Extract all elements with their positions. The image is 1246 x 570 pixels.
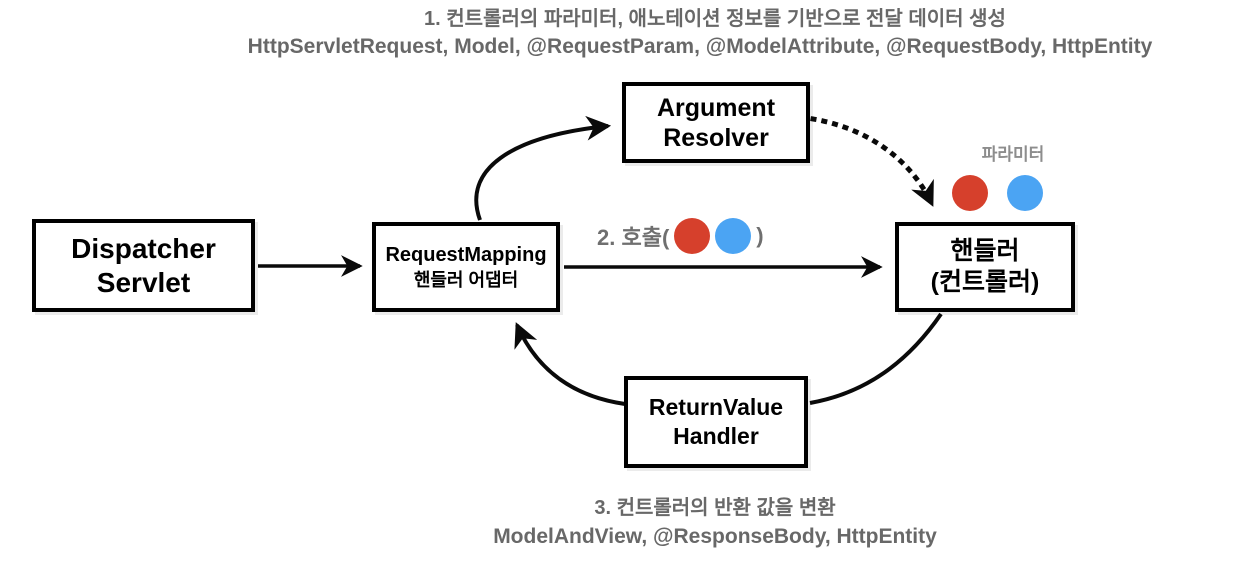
note-bottom-line2: ModelAndView, @ResponseBody, HttpEntity	[493, 525, 937, 548]
handler-controller-box: 핸들러 (컨트롤러)	[895, 222, 1075, 312]
call-label-prefix: 2. 호출(	[597, 225, 670, 250]
parameter-label: 파라미터	[981, 145, 1045, 164]
arrow-argument-resolver-to-handler-dotted	[810, 116, 936, 208]
call-label: 2. 호출( )	[597, 217, 764, 255]
return-value-handler-label-line1: ReturnValue	[648, 394, 784, 420]
parameter-red-dot-icon	[952, 175, 988, 211]
adapter-label-line1: RequestMapping	[385, 243, 547, 266]
note-bottom-line1: 3. 컨트롤러의 반환 값을 변환	[594, 497, 836, 519]
handler-label-line1: 핸들러	[950, 237, 1020, 265]
request-mapping-handler-adapter-box: RequestMapping 핸들러 어댑터	[372, 222, 560, 312]
argument-resolver-label-line1: Argument	[656, 93, 776, 122]
argument-resolver-box: Argument Resolver	[622, 82, 810, 163]
return-value-handler-label-line2: Handler	[673, 423, 759, 449]
call-label-suffix: )	[756, 223, 764, 248]
dispatcher-servlet-box: Dispatcher Servlet	[32, 219, 255, 312]
dispatcher-servlet-label-line1: Dispatcher	[71, 232, 216, 264]
call-blue-dot-icon	[715, 218, 752, 254]
handler-label-line2: (컨트롤러)	[930, 268, 1040, 296]
call-red-dot-icon	[674, 218, 711, 254]
dispatcher-servlet-label-line2: Servlet	[96, 266, 191, 298]
adapter-label-line2: 핸들러 어댑터	[413, 269, 519, 290]
arrow-return-value-handler-to-adapter	[514, 322, 626, 406]
parameter-blue-dot-icon	[1007, 175, 1043, 211]
return-value-handler-box: ReturnValue Handler	[624, 376, 808, 468]
argument-resolver-label-line2: Resolver	[663, 123, 769, 152]
arrow-adapter-to-argument-resolver	[474, 115, 612, 221]
curve-handler-to-return-value-handler	[809, 312, 943, 405]
note-top-line1: 1. 컨트롤러의 파라미터, 애노테이션 정보를 기반으로 전달 데이터 생성	[424, 8, 1006, 30]
parameter-dots	[952, 175, 1043, 211]
note-top-line2: HttpServletRequest, Model, @RequestParam…	[247, 35, 1153, 58]
